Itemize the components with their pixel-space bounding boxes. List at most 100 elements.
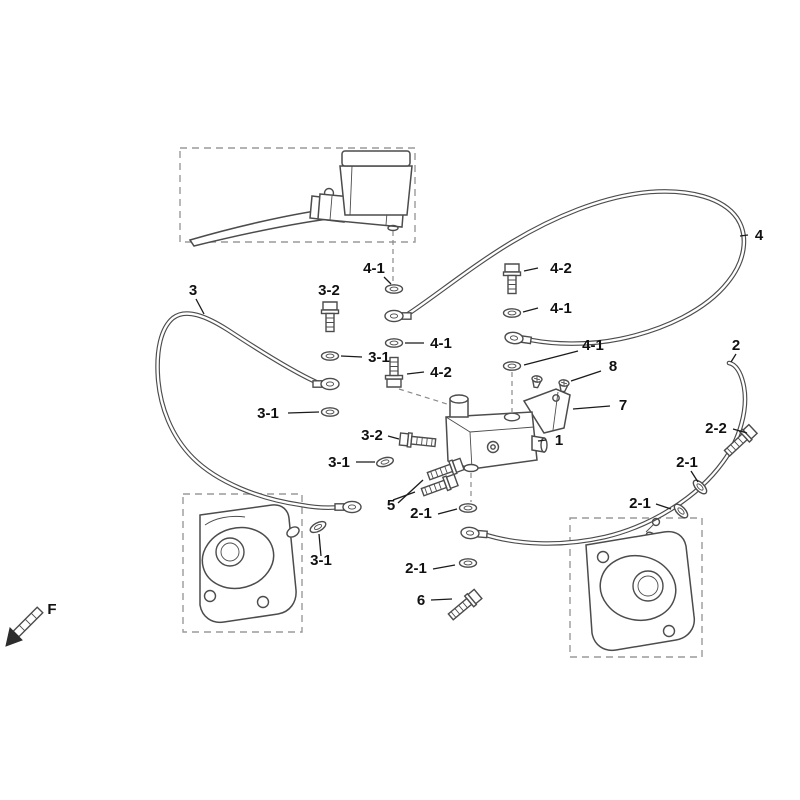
washer-4-1-d <box>502 361 522 371</box>
junction-top-port <box>503 412 521 422</box>
leader-line <box>732 428 748 434</box>
callout-label: 3-1 <box>368 349 390 366</box>
master-cylinder-assembly <box>188 150 413 247</box>
brake-hoses <box>155 189 748 546</box>
right-caliper-piston-inner <box>637 575 659 597</box>
hose2-banjo-junction <box>459 525 489 541</box>
hose2-caliper-connection <box>645 423 759 545</box>
clamp-line-left <box>329 195 333 221</box>
right-caliper-bleeder-cap <box>651 517 661 527</box>
leader-line <box>537 439 547 442</box>
washer-3-1-a <box>320 351 340 361</box>
assembly-axis-lines <box>392 231 513 502</box>
right-caliper-piston <box>632 570 664 602</box>
front-arrow-head <box>5 627 23 647</box>
leader-line <box>318 533 322 557</box>
reservoir-detail-line <box>349 165 353 216</box>
washer-4-1-c <box>502 308 522 318</box>
banjo-bolt-3-2-upper <box>320 301 340 333</box>
callout-label: 3 <box>189 282 197 299</box>
brake-hose-4 <box>405 189 747 346</box>
washer-2-1-a <box>458 503 478 513</box>
leader-line <box>739 234 749 237</box>
callout-label: 2-1 <box>676 454 698 471</box>
brake-hose-3-inner <box>156 312 343 509</box>
callout-label: 3-2 <box>361 427 383 444</box>
left-caliper-piston-inner <box>220 542 240 562</box>
callout-label: 4-1 <box>430 335 452 352</box>
leader-line <box>195 298 205 315</box>
leader-line <box>397 479 424 504</box>
axis-stack-to-junction <box>398 388 448 405</box>
callout-label: 2-1 <box>629 495 651 512</box>
leader-line <box>437 508 458 515</box>
left-caliper-detail-arc <box>204 515 246 526</box>
union-bolt-6 <box>445 587 484 623</box>
leader-lines <box>195 234 749 601</box>
callout-label: 5 <box>387 497 395 514</box>
union-bolt-3-2-horizontal <box>398 431 437 451</box>
brake-hose-4-inner <box>406 190 745 345</box>
leader-line <box>523 267 539 272</box>
brake-hose-2-inner <box>481 361 747 545</box>
callout-label: 3-1 <box>310 552 332 569</box>
leader-line <box>406 371 425 375</box>
washer-3-1-junction <box>375 455 395 469</box>
callout-label: 6 <box>417 592 425 609</box>
junction-facet-lines <box>445 416 535 470</box>
washer-3-1-b <box>320 407 340 417</box>
hose4-banjo-junction <box>503 330 533 347</box>
leader-line <box>430 598 453 601</box>
callout-label: 2-1 <box>410 505 432 522</box>
hose3-banjo-lower <box>334 500 362 514</box>
washer-2-1-b <box>458 558 478 568</box>
callout-label: 4 <box>755 227 764 244</box>
junction-face-hole-inner <box>490 444 496 450</box>
leader-line <box>690 470 699 483</box>
reservoir-cap <box>341 150 411 167</box>
master-cylinder-box <box>179 147 416 243</box>
mount-bolt-5b <box>419 472 460 500</box>
junction-block-assembly <box>375 374 571 500</box>
hose3-upper-connection <box>312 301 340 417</box>
right-caliper-assembly <box>585 517 696 652</box>
right-caliper-mount-hole-b <box>662 624 676 638</box>
leader-line <box>340 355 363 358</box>
junction-block-body <box>445 411 538 470</box>
washer-4-1-a <box>384 284 404 294</box>
hose2-junction-connection <box>445 503 489 623</box>
leader-line <box>287 411 320 414</box>
banjo-bolt-4-2-junction <box>502 263 522 295</box>
leader-line <box>655 503 672 510</box>
callout-label: 4-2 <box>550 260 572 277</box>
bracket-screw-8a <box>530 374 544 389</box>
leader-line <box>383 276 392 285</box>
bracket-bend-line <box>552 391 559 431</box>
leader-line <box>730 353 737 363</box>
front-direction-indicator: F <box>5 601 57 647</box>
callout-label: 4-1 <box>582 337 604 354</box>
hose4-master-connection <box>384 284 412 388</box>
left-caliper-mount-hole-a <box>203 589 217 603</box>
leader-line <box>523 350 579 366</box>
front-label: F <box>47 601 56 618</box>
junction-face-hole <box>486 440 500 454</box>
leader-line <box>570 370 602 382</box>
callout-label: 2-2 <box>705 420 727 437</box>
right-caliper-box <box>569 517 703 658</box>
master-cylinder-outlet <box>387 224 399 232</box>
right-caliper-mount-hole-a <box>596 550 610 564</box>
callout-labels: 4-1 4-2 3-2 3 4-1 4 3-1 4-1 4-1 2 4-2 8 … <box>189 227 764 609</box>
callout-label: 2 <box>732 337 740 354</box>
washer-4-1-b <box>384 338 404 348</box>
left-caliper-assembly <box>199 504 300 624</box>
washer-3-1-lower <box>307 518 329 536</box>
callout-label: 8 <box>609 358 617 375</box>
callout-label: 4-1 <box>550 300 572 317</box>
left-caliper-piston <box>215 537 245 567</box>
callout-label: 4-2 <box>430 364 452 381</box>
callout-label: 4-1 <box>363 260 385 277</box>
leader-line <box>432 564 456 570</box>
callout-label: 1 <box>555 432 563 449</box>
